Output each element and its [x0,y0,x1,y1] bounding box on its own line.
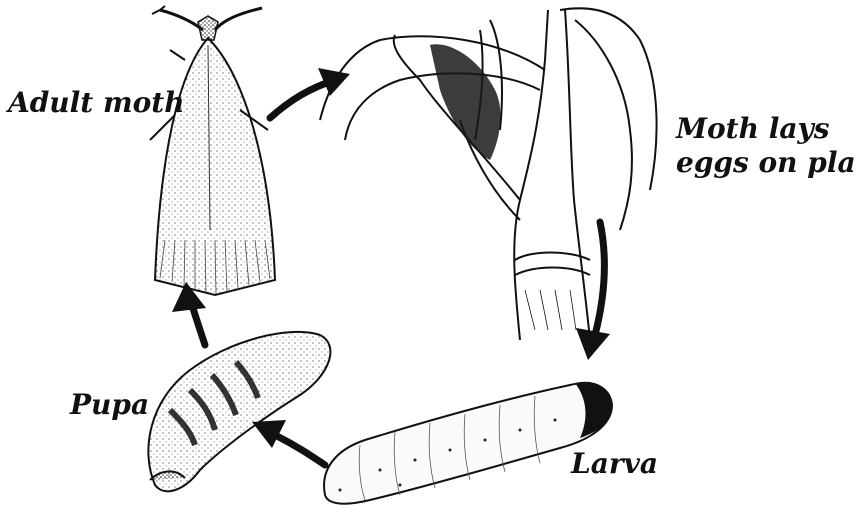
label-adult-moth: Adult moth [8,86,185,120]
arrow-adult-to-plant [270,80,335,118]
label-larva: Larva [571,447,658,481]
pupa-illustration [148,332,330,491]
label-moth-lays-eggs: Moth lays eggs on plant [676,112,856,180]
arrow-plant-to-larva [595,222,604,335]
adult-moth-illustration [150,6,275,295]
arrow-larva-to-pupa-head [252,420,286,448]
arrow-plant-to-larva-head [576,328,610,360]
label-moth-lays-line1: Moth lays [676,112,856,146]
label-moth-lays-line2: eggs on plant [676,146,856,180]
label-pupa: Pupa [70,388,149,422]
arrow-pupa-to-adult [192,305,205,345]
larva-illustration [324,382,612,504]
arrow-larva-to-pupa [275,435,325,465]
